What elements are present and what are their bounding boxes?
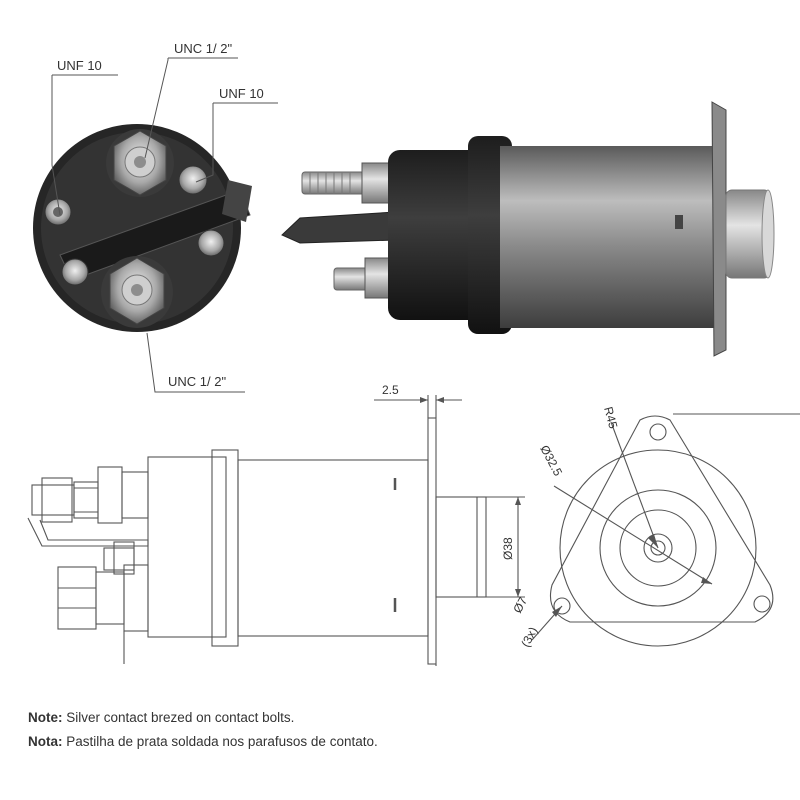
dim-plunger-diameter: Ø38	[501, 537, 515, 560]
callout-unc12-top: UNC 1/ 2"	[174, 41, 232, 56]
terminal-bottom-icon	[101, 256, 173, 328]
end-view-photo	[33, 124, 252, 332]
callout-unc12-bottom: UNC 1/ 2"	[168, 374, 226, 389]
side-technical-drawing	[27, 395, 525, 666]
side-view-photo	[281, 101, 775, 357]
small-screw-icon	[44, 165, 225, 286]
dim-hole-count: (3x)	[518, 625, 540, 650]
callout-unf10-right: UNF 10	[219, 86, 264, 101]
note-portuguese: Nota: Pastilha de prata soldada nos para…	[28, 734, 378, 749]
terminal-top-icon	[106, 129, 174, 197]
callout-leaders	[51, 57, 278, 393]
end-technical-drawing	[531, 413, 800, 647]
dim-flange-thickness: 2.5	[382, 383, 399, 397]
dim-flange-radius: R45	[601, 405, 620, 430]
note-english: Note: Silver contact brezed on contact b…	[28, 710, 295, 725]
callout-unf10-left: UNF 10	[57, 58, 102, 73]
dim-bore-diameter: Ø32.5	[537, 443, 565, 479]
dim-hole-diameter: Ø7	[510, 594, 530, 615]
notes-block: Note: Silver contact brezed on contact b…	[28, 706, 378, 754]
